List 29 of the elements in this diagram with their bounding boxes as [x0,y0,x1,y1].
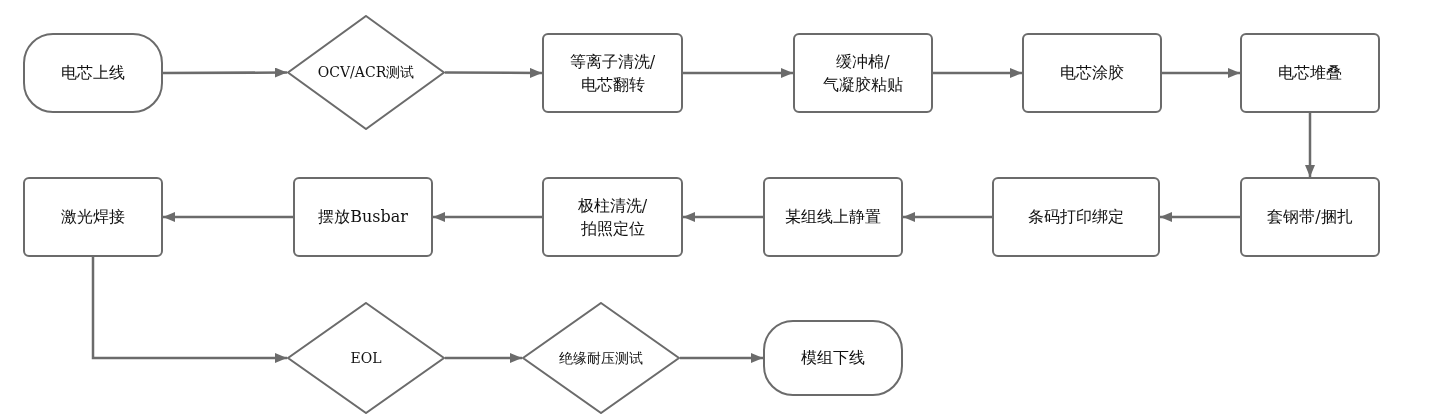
process-box: 等离子清洗/电芯翻转 [542,33,683,113]
process-box: 套钢带/捆扎 [1240,177,1380,257]
process-box: 电芯堆叠 [1240,33,1380,113]
decision-diamond: OCV/ACR测试 [287,15,445,130]
arrow [433,212,542,222]
arrow [163,212,293,222]
arrow [683,68,793,78]
decision-diamond: 绝缘耐压测试 [522,302,680,414]
arrow [680,353,763,363]
arrow [91,257,287,363]
process-box: 电芯涂胶 [1022,33,1162,113]
terminal-box: 电芯上线 [23,33,163,113]
arrow [163,67,287,78]
arrow [683,212,763,222]
process-box: 激光焊接 [23,177,163,257]
decision-diamond: EOL [287,302,445,414]
process-box: 某组线上静置 [763,177,903,257]
arrow [445,67,542,78]
process-box: 缓冲棉/气凝胶粘贴 [793,33,933,113]
process-box: 摆放Busbar [293,177,433,257]
arrow [1305,113,1315,177]
terminal-box: 模组下线 [763,320,903,396]
arrow [445,353,522,363]
arrow [1160,212,1240,222]
arrow [1162,68,1240,78]
arrow [933,68,1022,78]
arrow [903,212,992,222]
process-box: 极柱清洗/拍照定位 [542,177,683,257]
process-box: 条码打印绑定 [992,177,1160,257]
